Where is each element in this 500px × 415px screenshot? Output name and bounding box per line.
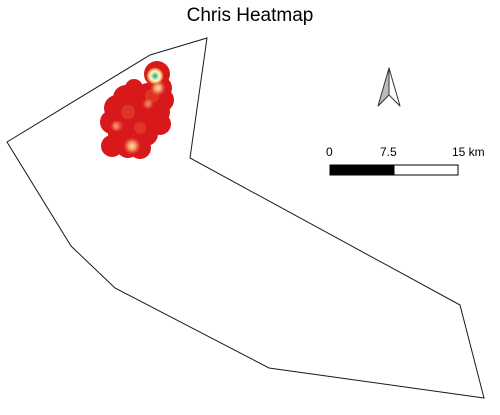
scale-label-zero: 0 [326, 145, 333, 159]
north-arrow-icon [377, 67, 401, 107]
map-title: Chris Heatmap [186, 5, 314, 26]
scale-bar [329, 164, 459, 176]
scale-bar-dark-segment [329, 164, 395, 176]
scale-bar-light-segment [393, 164, 459, 176]
scale-label-mid: 7.5 [380, 145, 397, 159]
scale-label-max: 15 km [452, 145, 485, 159]
study-area-boundary [6, 37, 485, 399]
heatmap-layer [100, 61, 174, 159]
